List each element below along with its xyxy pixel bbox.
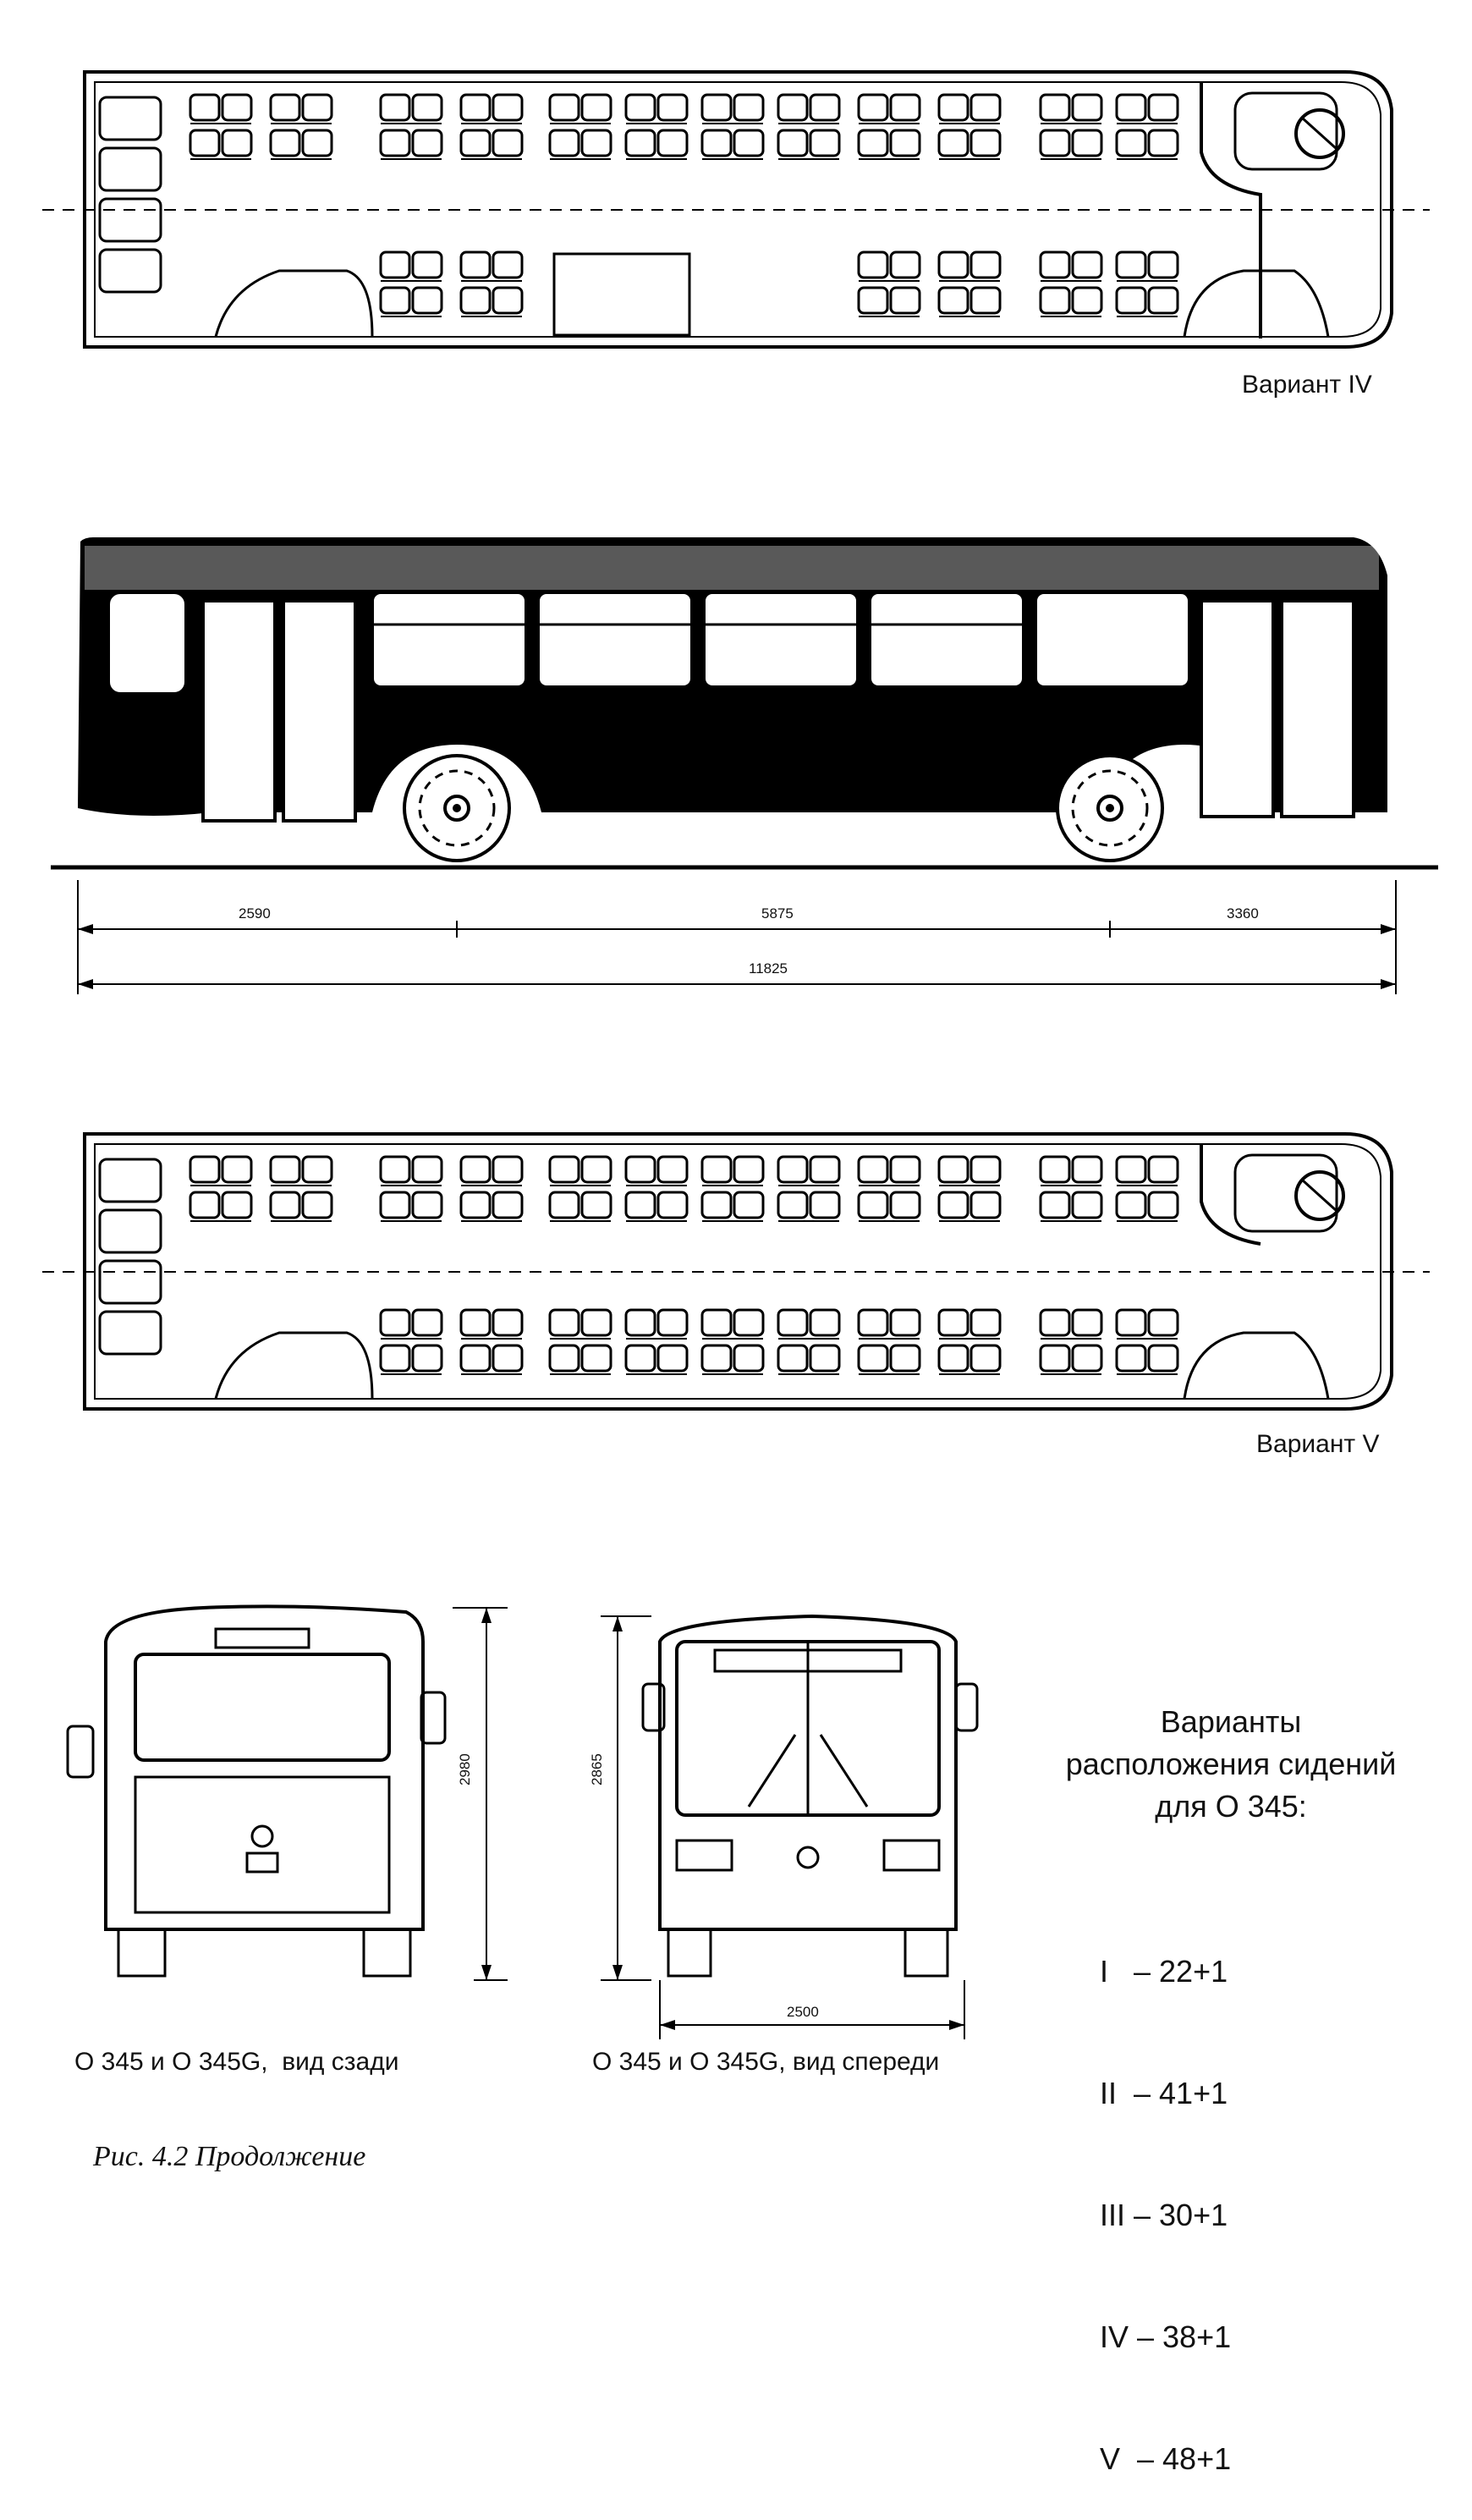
rear-view	[66, 1604, 508, 1981]
legend-item: III – 30+1	[1100, 2198, 1228, 2232]
legend-item: IV – 38+1	[1100, 2319, 1232, 2354]
legend-item: I – 22+1	[1100, 1954, 1228, 1989]
variant-v-label: Вариант V	[1256, 1430, 1380, 1458]
front-width-dim: 2500	[787, 2004, 819, 2020]
legend-item: V – 48+1	[1100, 2441, 1232, 2476]
front-view	[601, 1614, 979, 2039]
rear-view-caption: O 345 и O 345G, вид сзади	[74, 2048, 399, 2076]
legend-item: II – 41+1	[1100, 2076, 1228, 2110]
drawing-canvas	[42, 70, 1438, 2039]
dim-total-label: 11825	[749, 960, 788, 977]
legend-title-line-2: расположения сидений	[1065, 1747, 1397, 1781]
dim-seg2-label: 5875	[761, 905, 794, 922]
front-height-dim: 2865	[589, 1753, 605, 1785]
legend-title-line-1: Варианты	[1160, 1704, 1302, 1739]
front-view-caption: O 345 и O 345G, вид спереди	[592, 2048, 940, 2076]
variant-iv-label: Вариант IV	[1242, 371, 1372, 399]
figure-caption: Рис. 4.2 Продолжение	[93, 2141, 366, 2172]
dim-seg3-label: 3360	[1227, 905, 1259, 922]
legend-title: Варианты расположения сидений для O 345:	[1032, 1701, 1430, 1828]
legend-title-line-3: для O 345:	[1155, 1789, 1307, 1824]
legend-list: I – 22+1 II – 41+1 III – 30+1 IV – 38+1 …	[1100, 1870, 1231, 2520]
side-view	[51, 537, 1438, 994]
rear-height-dim: 2980	[457, 1753, 473, 1785]
plan-view-variant-v	[42, 1132, 1430, 1411]
plan-view-variant-iv	[42, 70, 1430, 349]
dim-seg1-label: 2590	[239, 905, 271, 922]
